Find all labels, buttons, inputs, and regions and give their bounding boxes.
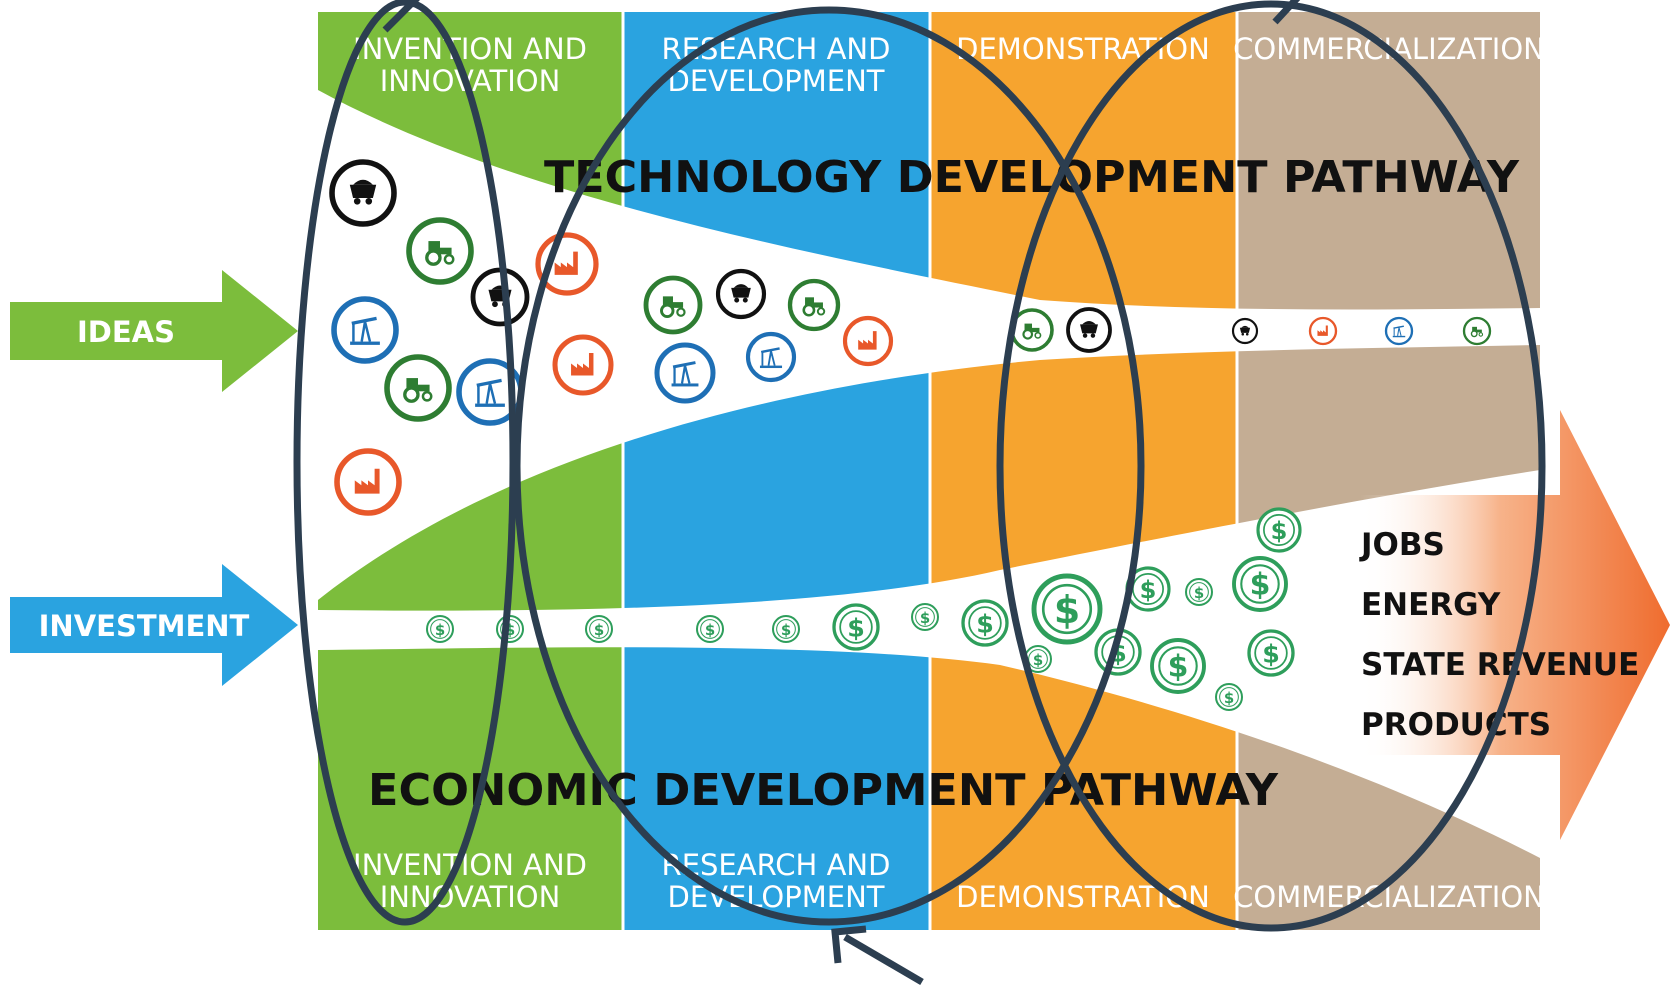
dollar-symbol: $	[781, 621, 791, 639]
dollar-coin-icon: $	[696, 615, 724, 643]
stage-labels-bottom: INVENTION AND INNOVATION RESEARCH AND DE…	[353, 848, 1545, 914]
dollar-symbol: $	[1271, 517, 1288, 545]
dollar-symbol: $	[1194, 584, 1204, 602]
tractor-icon	[384, 354, 452, 422]
dollar-symbol: $	[1168, 650, 1189, 685]
dollar-symbol: $	[594, 621, 604, 639]
dollar-coin-icon: $	[585, 615, 613, 643]
outputs-arrow	[1360, 410, 1670, 840]
stage-label-invention-top: INVENTION AND	[353, 32, 587, 66]
dollar-symbol: $	[920, 609, 930, 627]
coal-cart-icon	[470, 267, 530, 327]
tractor-icon	[406, 217, 474, 285]
dollar-symbol: $	[1224, 689, 1234, 707]
factory-icon	[1308, 316, 1338, 346]
output-energy: ENERGY	[1361, 587, 1501, 623]
annotation-arrow-top-right	[1272, 0, 1301, 25]
tractor-icon	[1462, 316, 1492, 346]
annotation-arrowhead-bottom	[831, 925, 867, 964]
dollar-symbol: $	[1140, 576, 1157, 604]
dollar-coin-icon: $	[426, 615, 454, 643]
dollar-coin-icon: $	[832, 603, 880, 651]
column-demonstration	[930, 12, 1237, 930]
technology-funnel	[318, 90, 1540, 600]
dollar-symbol: $	[705, 621, 715, 639]
output-state-revenue: STATE REVENUE	[1361, 647, 1639, 683]
dollar-coin-icon: $	[911, 603, 939, 631]
dollar-symbol: $	[1250, 568, 1271, 603]
dollar-coin-icon: $	[1256, 507, 1302, 553]
economic-pathway-title: ECONOMIC DEVELOPMENT PATHWAY	[368, 765, 1279, 816]
dollar-symbol: $	[1033, 651, 1043, 669]
dollar-coin-icon: $	[1215, 683, 1243, 711]
oil-pump-icon	[745, 331, 797, 383]
annotation-ellipse-research-demonstration	[513, 6, 1145, 926]
dollar-symbol: $	[1262, 640, 1280, 669]
stage-label-invention-bottom-line2: INNOVATION	[380, 880, 561, 914]
annotations	[293, 0, 1546, 986]
stage-label-research-bottom: RESEARCH AND	[662, 848, 891, 882]
dollar-coin-icon: $	[772, 615, 800, 643]
investment-arrow-shape	[10, 564, 298, 686]
stage-columns	[318, 12, 1540, 930]
stage-label-research-top-line2: DEVELOPMENT	[667, 64, 884, 98]
column-research	[623, 12, 930, 930]
oil-pump-icon	[654, 342, 716, 404]
outputs-list: JOBS ENERGY STATE REVENUE PRODUCTS	[1359, 527, 1639, 743]
ideas-label: IDEAS	[77, 315, 175, 349]
dollar-coin-icon: $	[1031, 573, 1103, 645]
factory-icon	[334, 448, 402, 516]
output-jobs: JOBS	[1359, 527, 1445, 563]
investment-label: INVESTMENT	[39, 609, 250, 643]
dollar-coin-icon: $	[1150, 638, 1206, 694]
dollar-symbol: $	[1054, 588, 1080, 632]
dollar-coin-icon: $	[961, 599, 1009, 647]
economic-funnel	[318, 470, 1540, 858]
dollar-coin-icon: $	[1247, 629, 1295, 677]
factory-icon	[552, 334, 614, 396]
dollar-symbol: $	[435, 621, 445, 639]
annotation-arrow-top-left	[382, 0, 420, 33]
coal-cart-icon	[329, 159, 397, 227]
technology-icons	[329, 159, 1492, 516]
dollar-symbol: $	[976, 610, 994, 639]
investment-arrow: INVESTMENT	[10, 564, 298, 686]
annotation-ellipse-demonstration-commercialization	[996, 0, 1546, 932]
dollar-coin-icon: $	[496, 615, 524, 643]
output-products: PRODUCTS	[1361, 707, 1551, 743]
dollar-coin-icon: $	[1185, 578, 1213, 606]
dollar-symbol: $	[847, 614, 865, 643]
factory-icon	[842, 315, 894, 367]
coal-cart-icon	[715, 268, 767, 320]
ideas-arrow-shape	[10, 270, 298, 392]
ideas-arrow: IDEAS	[10, 270, 298, 392]
tractor-icon	[787, 278, 841, 332]
technology-pathway-title: TECHNOLOGY DEVELOPMENT PATHWAY	[544, 152, 1520, 203]
stage-label-invention-bottom: INVENTION AND	[353, 848, 587, 882]
stage-label-research-top: RESEARCH AND	[662, 32, 891, 66]
annotation-arrow-bottom	[843, 933, 924, 986]
tractor-icon	[643, 275, 703, 335]
oil-pump-icon	[331, 296, 399, 364]
coal-cart-icon	[1231, 317, 1259, 345]
oil-pump-icon	[1384, 316, 1414, 346]
annotation-ellipse-invention	[293, 0, 517, 926]
dollar-coin-icon: $	[1232, 556, 1288, 612]
coal-cart-icon	[1066, 307, 1112, 353]
dollar-symbol: $	[505, 621, 515, 639]
